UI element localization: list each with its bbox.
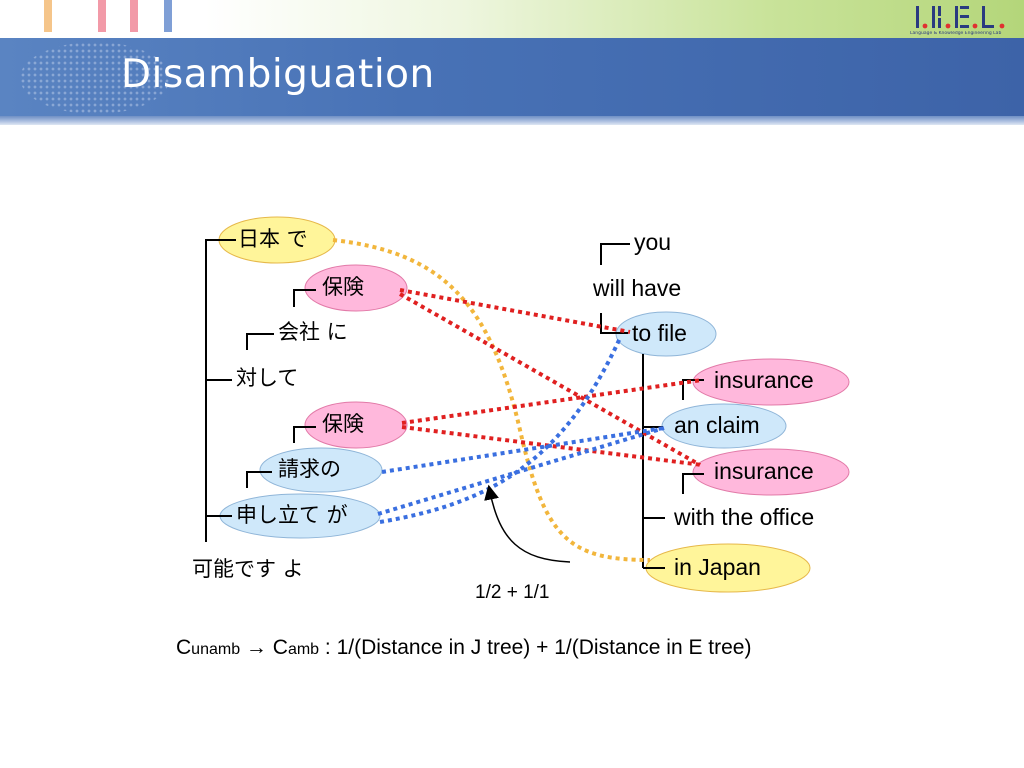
j-label-moshitate-ga: 申し立て が: [236, 503, 348, 527]
link-nihon-injapan: [332, 238, 651, 562]
j-label-kanou-desu-yo: 可能です よ: [192, 557, 304, 581]
e-label-an-claim: an claim: [674, 412, 760, 438]
title-bar: [0, 38, 1024, 116]
decor-tick-4: [164, 0, 172, 32]
j-label-kaisha-ni: 会社 に: [278, 320, 348, 344]
decor-tick-2: [98, 0, 106, 32]
link-moshitate-anclaim: [377, 426, 665, 516]
lab-logo-caption: Language & Knowledge Engineering Lab: [910, 31, 1002, 36]
formula-definition: : 1/(Distance in J tree) + 1/(Distance i…: [319, 636, 752, 659]
formula-line: Cunamb → Camb : 1/(Distance in J tree) +…: [176, 636, 751, 660]
decor-tick-3: [130, 0, 138, 32]
formula-c-unamb: C: [176, 636, 192, 659]
formula-arrow: →: [240, 636, 273, 659]
e-label-you: you: [634, 229, 672, 255]
e-label-will-have: will have: [593, 275, 682, 301]
e-node-bg-insurance-2: [692, 448, 850, 496]
annotation-score: 1/2 + 1/1: [475, 582, 550, 603]
formula-c-amb: C: [272, 636, 288, 659]
formula-sub-amb: amb: [287, 641, 320, 658]
slide-title: Disambiguation: [121, 52, 435, 97]
link-hoken2-insurance2: [401, 425, 703, 467]
annotation-arrow: [484, 484, 571, 563]
j-label-seikyu-no: 請求の: [278, 457, 341, 481]
link-hoken1-tofile: [399, 288, 631, 334]
e-label-insurance-2: insurance: [714, 458, 814, 484]
j-node-bg-hoken-2: [304, 401, 408, 449]
j-label-hoken-1: 保険: [322, 275, 364, 299]
title-dot-pattern: [20, 42, 170, 114]
e-node-bg-insurance-1: [692, 358, 850, 406]
j-node-bg-hoken-1: [304, 264, 408, 312]
alignment-links: [332, 238, 703, 562]
link-moshitate-tofile: [379, 337, 622, 524]
decor-tick-1: [44, 0, 52, 32]
e-label-insurance-1: insurance: [714, 367, 814, 393]
lab-logo: Language & Knowledge Engineering Lab: [910, 2, 1020, 36]
top-decoration-bar: [0, 0, 1024, 38]
link-hoken1-insurance2: [399, 292, 701, 467]
e-label-to-file: to file: [632, 320, 687, 346]
e-label-with-the-office: with the office: [674, 504, 815, 530]
link-hoken2-insurance1: [401, 378, 703, 425]
formula-sub-unamb: unamb: [191, 641, 241, 658]
j-label-nihon-de: 日本 で: [238, 227, 308, 251]
lab-logo-mark: [916, 6, 1005, 29]
j-label-taishite: 対して: [236, 366, 299, 390]
e-label-in-japan: in Japan: [674, 554, 761, 580]
japanese-tree-lines: [205, 239, 316, 542]
j-label-hoken-2: 保険: [322, 412, 364, 436]
title-underline: [0, 116, 1024, 125]
